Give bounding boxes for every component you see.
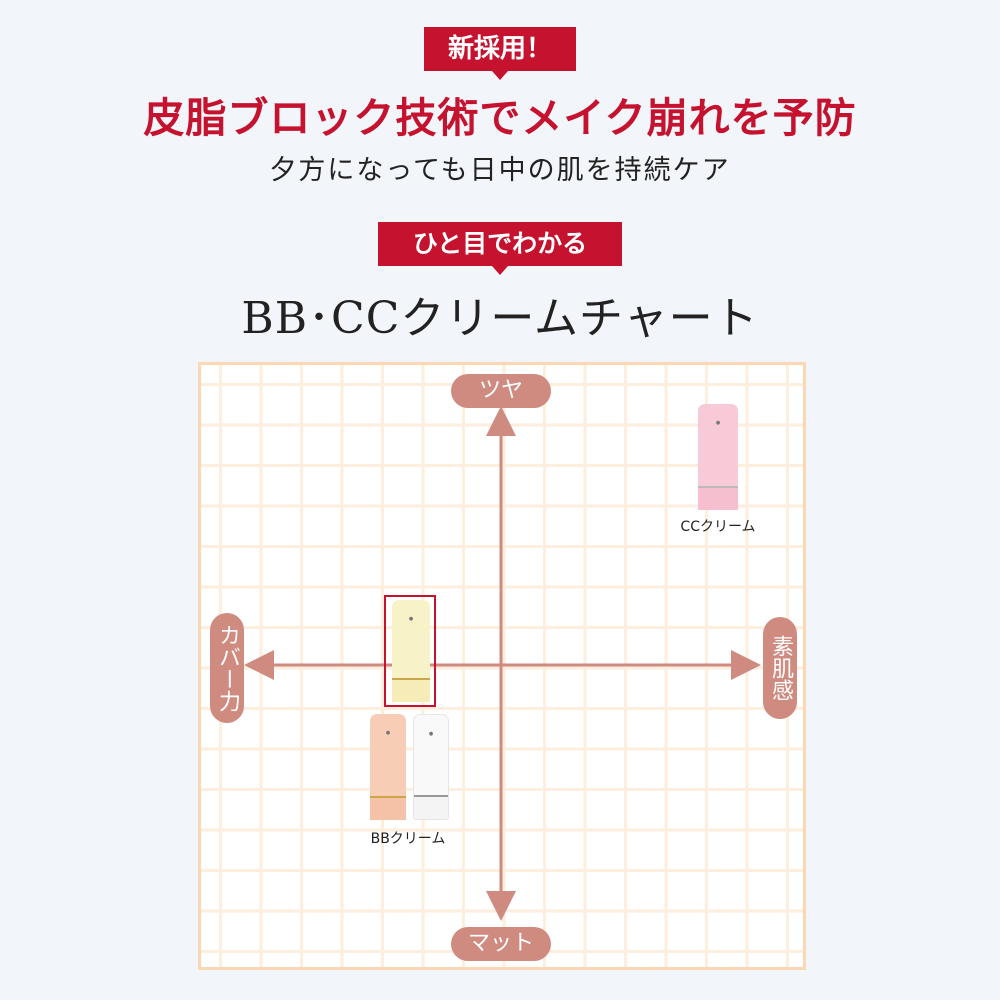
- chart-badge: ひと目でわかる: [378, 222, 622, 275]
- chart-title: BB･CCクリームチャート: [241, 293, 759, 344]
- subheadline: 夕方になっても日中の肌を持続ケア: [269, 155, 731, 186]
- cc-cream-tube: ●: [698, 404, 738, 510]
- axis-label-gloss: ツヤ: [451, 374, 551, 408]
- cc-cream-label: CCクリーム: [680, 519, 756, 535]
- axis-label-coverage: カバー力: [210, 613, 244, 723]
- product-logo: ●: [715, 420, 721, 426]
- bb-cream-tube-white: ●: [413, 714, 449, 820]
- bb-cream-label: BBクリーム: [370, 831, 446, 847]
- axis-label-matte: マット: [451, 927, 551, 961]
- product-logo: ●: [385, 730, 391, 736]
- product-logo: ●: [408, 616, 414, 622]
- new-adoption-badge: 新採用！: [424, 27, 576, 80]
- new-bb-cream-tube: ●: [392, 600, 430, 702]
- product-logo: ●: [428, 731, 434, 737]
- axis-label-natural: 素肌感: [763, 617, 797, 719]
- new-product-highlight: [384, 595, 436, 707]
- bb-cream-tube-beige: ●: [370, 714, 406, 820]
- headline: 皮脂ブロック技術でメイク崩れを予防: [143, 94, 857, 142]
